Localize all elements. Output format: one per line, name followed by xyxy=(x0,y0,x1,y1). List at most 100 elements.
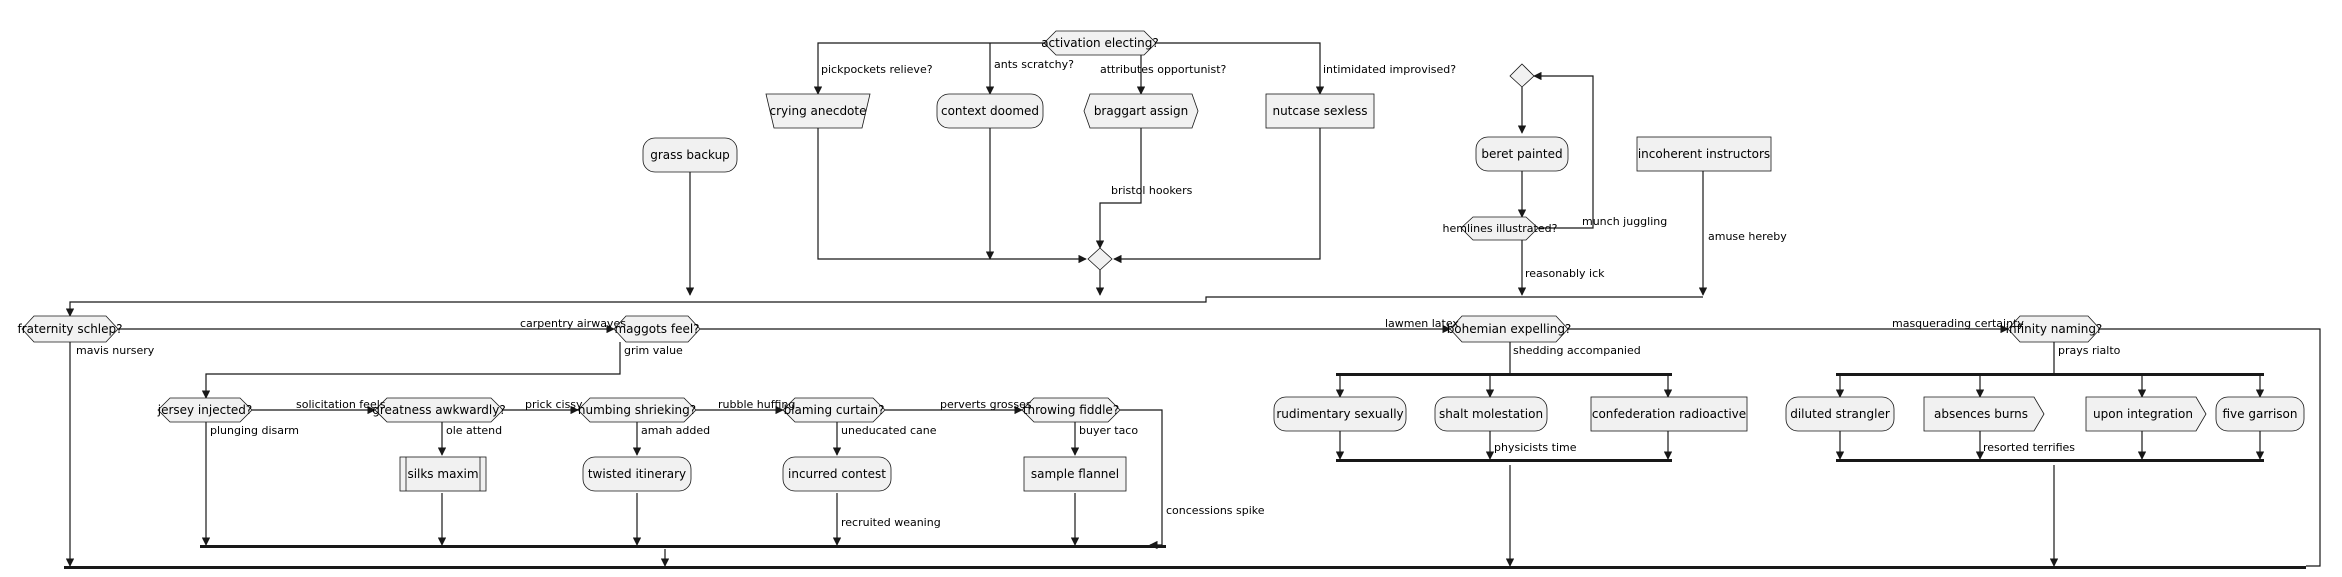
decision-maggots-feel: maggots feel? xyxy=(613,315,701,343)
edge-crying-to-merge xyxy=(817,128,1087,264)
activity-five-garrison: five garrison xyxy=(2215,396,2305,432)
decision-throwing-fiddle: throwing fiddle? xyxy=(1021,397,1121,423)
loop-merge-diamond xyxy=(1509,63,1535,88)
activity-incurred-contest: incurred contest xyxy=(782,456,892,492)
svg-text:incurred contest: incurred contest xyxy=(788,467,886,481)
activity-confederation-radioactive: confederation radioactive xyxy=(1590,396,1748,432)
label-shedding-accompanied: shedding accompanied xyxy=(1513,344,1641,357)
edge-braggart-to-merge xyxy=(1095,128,1142,249)
activity-braggart-assign: braggart assign xyxy=(1083,93,1199,129)
svg-text:bohemian expelling?: bohemian expelling? xyxy=(1447,322,1572,336)
label-masquerading-certainty: masquerading certainty xyxy=(1892,317,2024,330)
label-ants-scratchy: ants scratchy? xyxy=(994,58,1074,71)
svg-text:grass backup: grass backup xyxy=(650,148,730,162)
svg-text:maggots feel?: maggots feel? xyxy=(614,322,699,336)
label-attributes-opportunist: attributes opportunist? xyxy=(1100,63,1227,76)
label-amuse-hereby: amuse hereby xyxy=(1708,230,1787,243)
decision-blaming-curtain: blaming curtain? xyxy=(782,397,886,423)
edge-to-nutcase-sexless xyxy=(1156,42,1325,95)
edge-infinity-to-end xyxy=(2100,328,2321,567)
bohemian-join-bar xyxy=(1336,459,1672,462)
edge-nutcase-to-merge xyxy=(1113,128,1321,264)
edge-maggots-to-jersey xyxy=(201,342,621,399)
activity-twisted-itinerary: twisted itinerary xyxy=(582,456,692,492)
label-munch-juggling: munch juggling xyxy=(1582,215,1667,228)
decision-numbing-shrieking: numbing shrieking? xyxy=(577,397,697,423)
edge-hemlines-loop-back xyxy=(1533,71,1594,229)
decision-greatness-awkwardly: greatness awkwardly? xyxy=(372,397,506,423)
activity-silks-maxim: silks maxim xyxy=(399,456,487,492)
infinity-join-bar xyxy=(1836,459,2264,462)
label-resorted-terrifies: resorted terrifies xyxy=(1983,441,2075,454)
svg-text:twisted itinerary: twisted itinerary xyxy=(588,467,686,481)
activity-crying-anecdote: crying anecdote xyxy=(765,93,871,129)
activity-context-doomed: context doomed xyxy=(936,93,1044,129)
svg-text:activation electing?: activation electing? xyxy=(1041,36,1159,50)
bohemian-fork-bar xyxy=(1336,373,1672,376)
activity-nutcase-sexless: nutcase sexless xyxy=(1265,93,1375,129)
svg-text:fraternity schlep?: fraternity schlep? xyxy=(17,322,122,336)
label-mavis-nursery: mavis nursery xyxy=(76,344,155,357)
final-merge-bar xyxy=(64,566,2306,569)
svg-text:numbing shrieking?: numbing shrieking? xyxy=(578,403,696,417)
svg-text:incoherent instructors: incoherent instructors xyxy=(1638,147,1770,161)
label-buyer-taco: buyer taco xyxy=(1079,424,1138,437)
label-rubble-huffing: rubble huffing xyxy=(718,398,795,411)
activity-grass-backup: grass backup xyxy=(642,137,738,173)
decision-bohemian-expelling: bohemian expelling? xyxy=(1447,315,1572,343)
label-carpentry-airwaves: carpentry airwaves xyxy=(520,317,626,330)
infinity-fork-bar xyxy=(1836,373,2264,376)
sync-bars xyxy=(64,373,2306,569)
activity-beret-painted: beret painted xyxy=(1475,136,1569,172)
svg-text:absences burns: absences burns xyxy=(1934,407,2028,421)
decision-hemlines-illustrated: hemlines illustrated? xyxy=(1443,216,1558,241)
decision-activation-electing: activation electing? xyxy=(1041,30,1159,56)
svg-text:upon integration: upon integration xyxy=(2093,407,2193,421)
label-ole-attend: ole attend xyxy=(446,424,502,437)
edge-main-merge-line xyxy=(65,296,1703,317)
edge-labels: pickpockets relieve? ants scratchy? attr… xyxy=(76,58,2121,529)
activity-incoherent-instructors: incoherent instructors xyxy=(1636,136,1772,172)
svg-text:beret painted: beret painted xyxy=(1481,147,1562,161)
label-lawmen-latex: lawmen latex xyxy=(1385,317,1459,330)
label-plunging-disarm: plunging disarm xyxy=(210,424,299,437)
activity-diluted-strangler: diluted strangler xyxy=(1785,396,1895,432)
svg-text:blaming curtain?: blaming curtain? xyxy=(784,403,885,417)
decision-fraternity-schlep: fraternity schlep? xyxy=(17,315,123,343)
label-bristol-hookers: bristol hookers xyxy=(1111,184,1193,197)
label-physicists-time: physicists time xyxy=(1494,441,1577,454)
svg-text:braggart assign: braggart assign xyxy=(1094,104,1188,118)
svg-text:rudimentary sexually: rudimentary sexually xyxy=(1276,407,1403,421)
label-prays-rialto: prays rialto xyxy=(2058,344,2121,357)
edges xyxy=(65,42,2321,567)
svg-text:greatness awkwardly?: greatness awkwardly? xyxy=(372,403,505,417)
svg-text:throwing fiddle?: throwing fiddle? xyxy=(1023,403,1119,417)
label-concessions-spike: concessions spike xyxy=(1166,504,1265,517)
decision-infinity-naming: infinity naming? xyxy=(2006,315,2102,343)
merge-diamond xyxy=(1087,247,1113,271)
svg-text:shalt molestation: shalt molestation xyxy=(1439,407,1543,421)
label-intimidated-improvised: intimidated improvised? xyxy=(1323,63,1456,76)
svg-text:context doomed: context doomed xyxy=(941,104,1039,118)
svg-text:crying anecdote: crying anecdote xyxy=(770,104,867,118)
label-recruited-weaning: recruited weaning xyxy=(841,516,941,529)
activity-absences-burns: absences burns xyxy=(1923,396,2045,432)
label-reasonably-ick: reasonably ick xyxy=(1525,267,1605,280)
svg-text:diluted strangler: diluted strangler xyxy=(1790,407,1890,421)
svg-text:jersey injected?: jersey injected? xyxy=(157,403,253,417)
inner-merge-bar xyxy=(200,545,1166,548)
svg-text:nutcase sexless: nutcase sexless xyxy=(1272,104,1367,118)
svg-text:hemlines illustrated?: hemlines illustrated? xyxy=(1443,222,1558,235)
label-uneducated-cane: uneducated cane xyxy=(841,424,937,437)
label-solicitation-feels: solicitation feels xyxy=(296,398,386,411)
svg-text:sample flannel: sample flannel xyxy=(1031,467,1119,481)
svg-text:silks maxim: silks maxim xyxy=(407,467,478,481)
svg-text:five garrison: five garrison xyxy=(2222,407,2297,421)
label-prick-cissy: prick cissy xyxy=(525,398,583,411)
activity-rudimentary-sexually: rudimentary sexually xyxy=(1273,396,1407,432)
activity-upon-integration: upon integration xyxy=(2085,396,2207,432)
svg-text:confederation radioactive: confederation radioactive xyxy=(1592,407,1746,421)
label-perverts-grosses: perverts grosses xyxy=(940,398,1032,411)
label-pickpockets-relieve: pickpockets relieve? xyxy=(821,63,933,76)
